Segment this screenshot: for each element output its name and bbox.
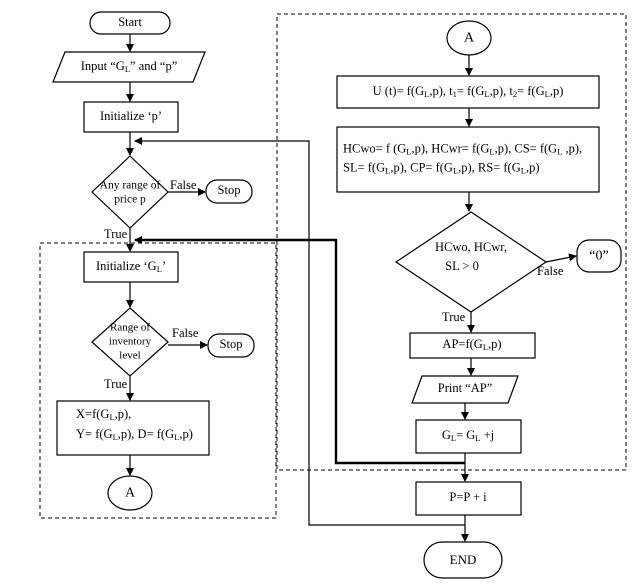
price-decision-label: Any range of price p — [99, 179, 161, 206]
init-gl-box — [83, 251, 179, 283]
zero-terminal — [576, 239, 622, 273]
stop-terminal-2 — [207, 333, 255, 358]
init-gl-label: Initialize ‘GL’ — [95, 259, 167, 275]
zero-label: “0” — [589, 248, 609, 264]
xyd-line-2: Y= f(GL,p), D= f(GL,p) — [76, 427, 193, 442]
connector-a-left — [107, 475, 153, 511]
dashed-group-right — [276, 13, 627, 471]
hc-box-label: HCwo= f (GL,p), HCwr= f(GL,p), CS= f(GL … — [343, 141, 583, 176]
connector-a-right-label: A — [463, 30, 475, 46]
gl-increment-box — [415, 419, 522, 454]
stop-label-1: Stop — [217, 183, 241, 198]
inventory-decision-label: Range of inventory level — [108, 321, 152, 361]
ap-label: AP=f(GL,p) — [442, 337, 502, 353]
xyd-line-1: X=f(GL,p), — [76, 407, 132, 422]
print-parallelogram — [411, 375, 519, 404]
true-label-price: True — [104, 227, 128, 241]
true-label-inventory: True — [104, 377, 128, 391]
hc-decision-line-1: HCwo, HCwr, — [434, 240, 508, 255]
true-label-hc: True — [442, 310, 466, 324]
false-label-hc: False — [537, 264, 564, 278]
hc-box — [336, 126, 600, 193]
stop-label-2: Stop — [219, 337, 243, 352]
false-label-inventory: False — [172, 326, 199, 340]
start-label: Start — [118, 15, 142, 30]
xyd-box — [56, 400, 210, 456]
connector-a-left-label: A — [124, 485, 136, 501]
end-label: END — [449, 551, 477, 567]
u-box — [336, 75, 600, 109]
u-box-label: U (t)= f(GL,p), t1= f(GL,p), t2= f(GL,p) — [372, 84, 564, 100]
init-p-box — [83, 101, 179, 133]
init-p-label: Initialize ‘p’ — [99, 109, 163, 124]
p-increment-label: P=P + i — [449, 490, 487, 505]
p-increment-box — [415, 481, 522, 516]
ap-box — [409, 332, 536, 359]
input-label: Input “GL” and “p” — [80, 59, 178, 75]
gl-increment-label: GL= GL +j — [441, 428, 495, 444]
end-terminal — [423, 541, 503, 579]
dashed-group-left — [39, 242, 277, 519]
hc-decision-line-2: SL > 0 — [445, 259, 479, 274]
stop-terminal-1 — [205, 179, 253, 204]
print-ap-label: Print “AP” — [437, 381, 493, 396]
input-parallelogram — [52, 51, 206, 83]
false-label-price: False — [170, 178, 197, 192]
